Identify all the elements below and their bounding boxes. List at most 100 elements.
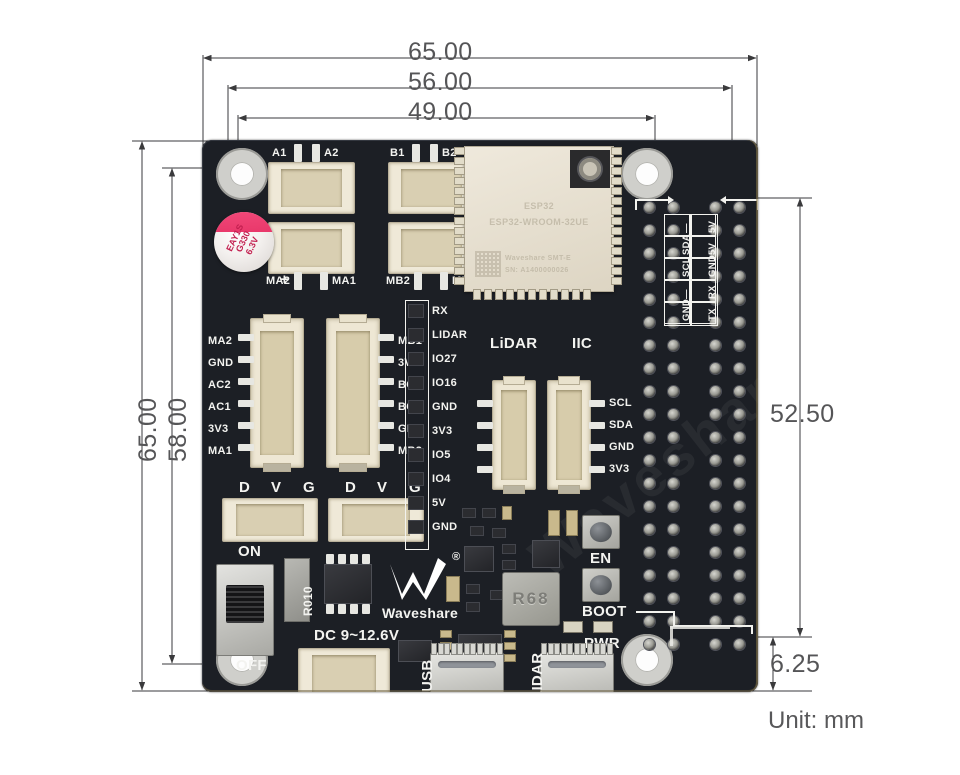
- gpio-pin[interactable]: [710, 317, 721, 328]
- gpio-pin[interactable]: [668, 340, 679, 351]
- silk-plus: +: [374, 655, 386, 677]
- gpio-pin[interactable]: [644, 317, 655, 328]
- gpio-pin[interactable]: [644, 248, 655, 259]
- gpio-pin[interactable]: [734, 409, 745, 420]
- gpio-pin[interactable]: [668, 317, 679, 328]
- pad-ma1: [320, 272, 328, 290]
- gpio-pin[interactable]: [668, 432, 679, 443]
- gpio-pin[interactable]: [644, 386, 655, 397]
- gpio-pin[interactable]: [734, 386, 745, 397]
- dim-hole-span-height: 58.00: [164, 397, 192, 462]
- silk-mid-6: 3V3: [432, 425, 453, 437]
- gpio-pin[interactable]: [644, 478, 655, 489]
- lidar-usb-port[interactable]: [540, 644, 614, 692]
- gpio-pin[interactable]: [644, 455, 655, 466]
- gpio-pin[interactable]: [734, 363, 745, 374]
- gpio-pin[interactable]: [668, 294, 679, 305]
- gpio-pin[interactable]: [668, 409, 679, 420]
- en-button[interactable]: [582, 515, 620, 549]
- gpio-pin[interactable]: [644, 616, 655, 627]
- silk-servo1-g: G: [303, 479, 315, 496]
- smd-ic-3: [458, 634, 502, 666]
- gpio-pin[interactable]: [668, 547, 679, 558]
- silk-switch-on: ON: [238, 543, 262, 560]
- gpio-pin[interactable]: [734, 225, 745, 236]
- connector-ma: [268, 222, 355, 274]
- gpio-pin[interactable]: [710, 524, 721, 535]
- gpio-pin[interactable]: [734, 616, 745, 627]
- gpio-pin[interactable]: [710, 248, 721, 259]
- gpio-pin[interactable]: [668, 593, 679, 604]
- gpio-pin[interactable]: [644, 271, 655, 282]
- gpio-pin[interactable]: [734, 455, 745, 466]
- gpio-pin[interactable]: [710, 616, 721, 627]
- gpio-pin[interactable]: [734, 317, 745, 328]
- gpio-pin[interactable]: [734, 202, 745, 213]
- pcb-board: Waveshare A1 A2 B1 B2 MA2 MA1 MB2 MB1 EA…: [202, 140, 758, 692]
- gpio-pin[interactable]: [710, 501, 721, 512]
- gpio-pin[interactable]: [710, 202, 721, 213]
- gpio-pin[interactable]: [710, 386, 721, 397]
- gpio-pin[interactable]: [644, 409, 655, 420]
- gpio-pin[interactable]: [668, 478, 679, 489]
- gpio-pin[interactable]: [644, 570, 655, 581]
- gpio-pin[interactable]: [734, 432, 745, 443]
- gpio-pin[interactable]: [668, 639, 679, 650]
- usb-port[interactable]: [430, 644, 504, 692]
- gpio-pin[interactable]: [710, 271, 721, 282]
- gpio-pin[interactable]: [644, 501, 655, 512]
- module-line3: Waveshare SMT-E: [505, 255, 572, 262]
- gpio-pin[interactable]: [644, 340, 655, 351]
- gpio-pin[interactable]: [734, 639, 745, 650]
- gpio-pin[interactable]: [710, 432, 721, 443]
- gpio-pin[interactable]: [668, 225, 679, 236]
- gpio-pin[interactable]: [644, 294, 655, 305]
- gpio-pin[interactable]: [734, 478, 745, 489]
- gpio-pin[interactable]: [644, 593, 655, 604]
- gpio-pin[interactable]: [668, 386, 679, 397]
- gpio-pin[interactable]: [734, 547, 745, 558]
- gpio-pin[interactable]: [710, 455, 721, 466]
- boot-button[interactable]: [582, 568, 620, 602]
- gpio-pin[interactable]: [710, 363, 721, 374]
- gpio-pin[interactable]: [734, 294, 745, 305]
- gpio-pin[interactable]: [734, 340, 745, 351]
- gpio-pin[interactable]: [668, 455, 679, 466]
- gpio-pin[interactable]: [734, 570, 745, 581]
- gpio-pin[interactable]: [668, 616, 679, 627]
- gpio-pin[interactable]: [668, 363, 679, 374]
- gpio-pin[interactable]: [734, 593, 745, 604]
- gpio-pin[interactable]: [734, 271, 745, 282]
- gpio-pin[interactable]: [644, 639, 655, 650]
- gpio-pin[interactable]: [668, 202, 679, 213]
- legend-l5: GND: [681, 298, 692, 321]
- gpio-pin[interactable]: [710, 570, 721, 581]
- gpio-pin[interactable]: [710, 225, 721, 236]
- gpio-pin[interactable]: [734, 524, 745, 535]
- cap-line1: EAY1S: [224, 222, 246, 253]
- gpio-pin[interactable]: [668, 248, 679, 259]
- gpio-pin[interactable]: [710, 294, 721, 305]
- gpio-pin[interactable]: [710, 340, 721, 351]
- module-qr-code: [475, 251, 501, 277]
- gpio-pin[interactable]: [710, 639, 721, 650]
- gpio-pin[interactable]: [644, 432, 655, 443]
- gpio-pin[interactable]: [644, 524, 655, 535]
- module-pins-bottom: [474, 290, 590, 299]
- gpio-pin[interactable]: [668, 570, 679, 581]
- gpio-pin[interactable]: [644, 363, 655, 374]
- gpio-pin[interactable]: [644, 547, 655, 558]
- gpio-pin[interactable]: [710, 409, 721, 420]
- gpio-pin[interactable]: [734, 501, 745, 512]
- gpio-pin[interactable]: [710, 547, 721, 558]
- gpio-pin[interactable]: [734, 248, 745, 259]
- power-switch[interactable]: [216, 564, 274, 656]
- gpio-pin[interactable]: [644, 225, 655, 236]
- gpio-pin[interactable]: [710, 478, 721, 489]
- gpio-pin[interactable]: [644, 202, 655, 213]
- gpio-pin[interactable]: [710, 593, 721, 604]
- silk-servo2-d: D: [345, 479, 357, 496]
- gpio-pin[interactable]: [668, 524, 679, 535]
- gpio-pin[interactable]: [668, 501, 679, 512]
- gpio-pin[interactable]: [668, 271, 679, 282]
